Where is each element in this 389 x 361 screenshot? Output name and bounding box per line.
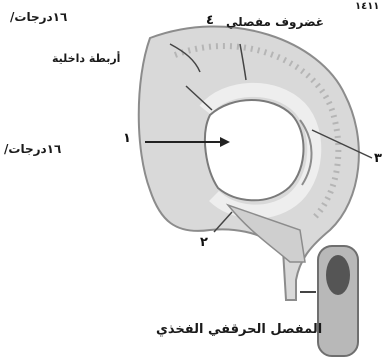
joint-cavity-shape [205,100,304,200]
label-number-2: ٢ [200,236,208,249]
label-number-4: ٤ [206,14,214,27]
label-number-1: ١ [123,132,131,145]
label-degrees-top: ١٦درجات/ [10,11,67,23]
femur-marrow [326,255,350,295]
label-number-3: ٣ [374,152,382,165]
corner-text: ١٤١١ [355,2,379,12]
label-cartilage: غضروف مفصلي [226,16,324,28]
label-degrees-mid: ١٦درجات/ [4,143,61,155]
label-ligaments: أربطة داخلية [52,53,120,64]
caption: المفصل الحرقفي الفخذي [156,323,322,336]
